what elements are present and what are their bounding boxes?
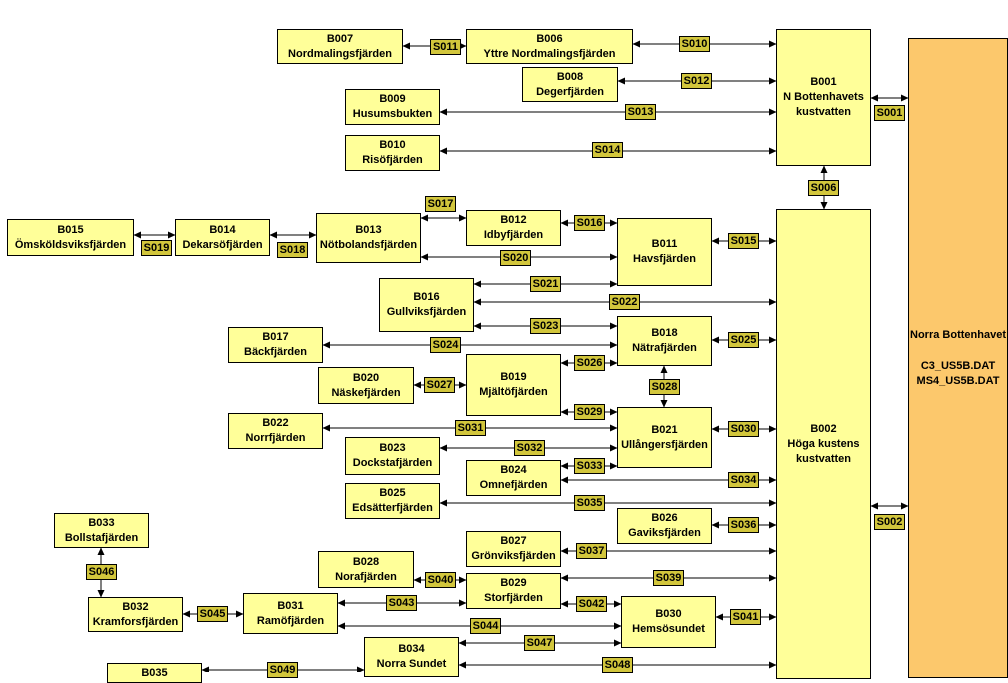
basin-b035: B035 (107, 663, 202, 683)
strait-s014: S014 (592, 142, 623, 158)
strait-s025: S025 (728, 332, 759, 348)
strait-s002: S002 (874, 514, 905, 530)
strait-s048: S048 (602, 657, 633, 673)
strait-s022: S022 (609, 294, 640, 310)
strait-s047: S047 (524, 635, 555, 651)
strait-s043: S043 (386, 595, 417, 611)
strait-s027: S027 (424, 377, 455, 393)
basin-b002: B002 Höga kustens kustvatten (776, 209, 871, 679)
strait-s032: S032 (514, 440, 545, 456)
strait-s035: S035 (574, 495, 605, 511)
strait-s031: S031 (455, 420, 486, 436)
strait-s033: S033 (574, 458, 605, 474)
strait-s049: S049 (267, 662, 298, 678)
strait-s018: S018 (277, 242, 308, 258)
strait-s015: S015 (728, 233, 759, 249)
strait-s016: S016 (574, 215, 605, 231)
strait-s045: S045 (197, 606, 228, 622)
strait-s042: S042 (576, 596, 607, 612)
strait-s024: S024 (430, 337, 461, 353)
strait-s019: S019 (141, 240, 172, 256)
strait-s001: S001 (874, 105, 905, 121)
strait-s034: S034 (728, 472, 759, 488)
strait-s013: S013 (625, 104, 656, 120)
strait-s037: S037 (576, 543, 607, 559)
strait-s012: S012 (681, 73, 712, 89)
strait-s044: S044 (470, 618, 501, 634)
strait-s011: S011 (430, 39, 461, 55)
strait-s006: S006 (808, 180, 839, 196)
sea-name: Norra Bottenhavet (910, 328, 1006, 341)
strait-s029: S029 (574, 404, 605, 420)
sea-file-2: MS4_US5B.DAT (916, 374, 1000, 387)
strait-s021: S021 (530, 276, 561, 292)
strait-s010: S010 (679, 36, 710, 52)
strait-s036: S036 (728, 517, 759, 533)
sea-file-1: C3_US5B.DAT (920, 359, 996, 372)
strait-s020: S020 (500, 250, 531, 266)
strait-s023: S023 (530, 318, 561, 334)
strait-s046: S046 (86, 564, 117, 580)
strait-s028: S028 (649, 379, 680, 395)
strait-s041: S041 (730, 609, 761, 625)
strait-s017: S017 (425, 196, 456, 212)
strait-s030: S030 (728, 421, 759, 437)
strait-s040: S040 (425, 572, 456, 588)
strait-s039: S039 (653, 570, 684, 586)
strait-s026: S026 (574, 355, 605, 371)
sea-norra-bottenhavet: Norra Bottenhavet C3_US5B.DAT MS4_US5B.D… (908, 38, 1008, 678)
basin-b001: B001 N Bottenhavets kustvatten (776, 29, 871, 166)
